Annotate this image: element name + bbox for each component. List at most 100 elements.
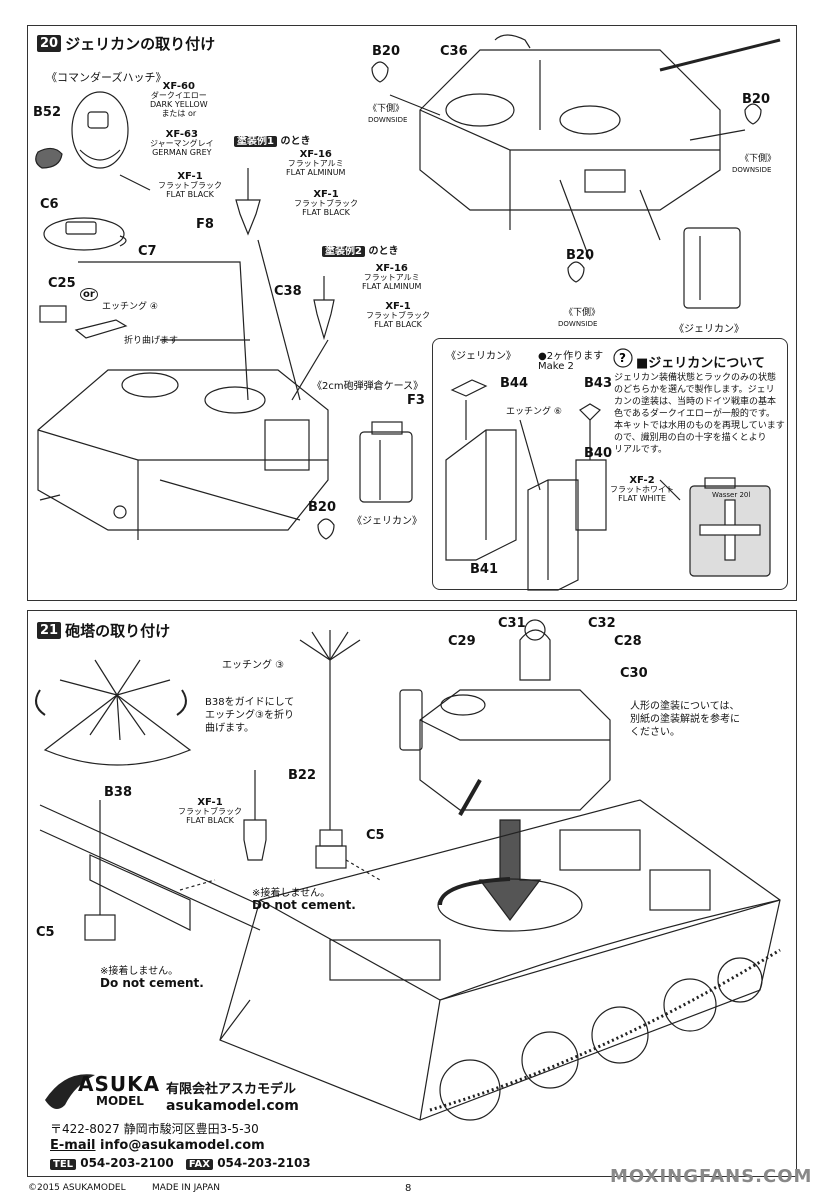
guide-note-line-3: 曲げます。 bbox=[205, 723, 254, 734]
paint-xf2-code: XF-2 bbox=[629, 475, 655, 486]
part-c31: C31 bbox=[498, 616, 526, 631]
step21-title-text: 砲塔の取り付け bbox=[65, 622, 171, 640]
figure-note-line-2: 別紙の塗装解説を参考に bbox=[630, 714, 740, 725]
paint-xf1-scheme2-code: XF-1 bbox=[385, 301, 411, 312]
paint-xf1-scheme1: XF-1 フラットブラック FLAT BLACK bbox=[294, 190, 358, 218]
paint-xf60: XF-60 ダークイエロー DARK YELLOW または or bbox=[150, 81, 208, 119]
footer-made-in: MADE IN JAPAN bbox=[152, 1183, 221, 1193]
paint-xf1-antenna: XF-1 フラットブラック FLAT BLACK bbox=[178, 798, 242, 826]
part-f3: F3 bbox=[407, 393, 425, 408]
part-c29: C29 bbox=[448, 634, 476, 649]
part-b20-top: B20 bbox=[372, 44, 400, 59]
scheme2-badge: 塗装例2 bbox=[322, 246, 365, 257]
paint-xf63: XF-63 ジャーマングレイ GERMAN GREY bbox=[150, 129, 214, 158]
company-phone-row: TEL 054-203-2100 FAX 054-203-2103 bbox=[50, 1156, 311, 1170]
paint-xf1-antenna-jp: フラットブラック bbox=[178, 807, 242, 816]
paint-xf2: XF-2 フラットホワイト FLAT WHITE bbox=[610, 475, 674, 504]
part-b20-hull: B20 bbox=[308, 500, 336, 515]
paint-xf1-hatch-code: XF-1 bbox=[177, 171, 203, 182]
step20-title: 20 ジェリカンの取り付け bbox=[37, 33, 215, 54]
paint-xf2-en: FLAT WHITE bbox=[618, 494, 666, 503]
step20-number: 20 bbox=[37, 35, 62, 52]
footer-watermark: MOXINGFANS.COM bbox=[610, 1166, 813, 1187]
part-c32: C32 bbox=[588, 616, 616, 631]
part-b22: B22 bbox=[288, 768, 316, 783]
guide-note: B38をガイドにして エッチング③を折り 曲げます。 bbox=[205, 696, 294, 735]
part-b52: B52 bbox=[33, 105, 61, 120]
part-b40: B40 bbox=[584, 446, 612, 461]
logo-asuka: ASUKA bbox=[78, 1072, 161, 1096]
downside-jp-right: 《下側》 bbox=[740, 154, 777, 164]
about-line-5: 本キットでは水用のものを再現しています bbox=[614, 421, 785, 431]
figure-note-line-1: 人形の塗装については、 bbox=[630, 701, 740, 712]
part-c28: C28 bbox=[614, 634, 642, 649]
etching6-label: エッチング ⑥ bbox=[506, 407, 562, 417]
company-address: 〒422-8027 静岡市駿河区豊田3-5-30 bbox=[50, 1122, 259, 1136]
logo-model: MODEL bbox=[96, 1094, 144, 1108]
step21-panel bbox=[27, 610, 797, 1177]
scheme2-suffix: のとき bbox=[368, 246, 399, 257]
inset-make2-en: Make 2 bbox=[538, 361, 574, 372]
paint-xf60-code: XF-60 bbox=[162, 81, 195, 92]
downside-jp-bottom: 《下側》 bbox=[564, 308, 601, 318]
step20-title-text: ジェリカンの取り付け bbox=[65, 35, 216, 53]
fold-label: 折り曲げます bbox=[124, 336, 179, 346]
etching3-label: エッチング ③ bbox=[222, 660, 285, 671]
about-line-3: カンの塗装は、当時のドイツ戦車の基本 bbox=[614, 397, 777, 407]
paint-xf60-jp: ダークイエロー bbox=[150, 91, 207, 100]
part-f8: F8 bbox=[196, 217, 214, 232]
wasser-label: Wasser 20l bbox=[712, 491, 751, 499]
etching4-label: エッチング ④ bbox=[102, 302, 158, 312]
about-jerrycan-title: ■ジェリカンについて bbox=[636, 356, 765, 371]
company-email-row: E-mail info@asukamodel.com bbox=[50, 1138, 265, 1153]
paint-xf16-scheme2-en: FLAT ALMINUM bbox=[362, 282, 422, 291]
paint-xf63-jp: ジャーマングレイ bbox=[150, 139, 214, 148]
or-mark: or bbox=[80, 288, 98, 301]
company-url: asukamodel.com bbox=[166, 1098, 299, 1114]
part-c6: C6 bbox=[40, 197, 59, 212]
part-b44: B44 bbox=[500, 376, 528, 391]
downside-en-bottom: DOWNSIDE bbox=[558, 320, 598, 328]
step21-number: 21 bbox=[37, 622, 62, 639]
paint-xf2-jp: フラットホワイト bbox=[610, 485, 674, 494]
paint-xf63-en: GERMAN GREY bbox=[152, 148, 212, 157]
part-b38: B38 bbox=[104, 785, 132, 800]
paint-xf16-scheme1: XF-16 フラットアルミ FLAT ALMINUM bbox=[286, 150, 345, 178]
paint-xf1-hatch-jp: フラットブラック bbox=[158, 181, 222, 190]
jerrycan-label-left: 《ジェリカン》 bbox=[352, 516, 422, 527]
paint-xf63-code: XF-63 bbox=[165, 129, 198, 140]
tel-label: TEL bbox=[50, 1159, 77, 1170]
paint-xf1-scheme1-jp: フラットブラック bbox=[294, 199, 358, 208]
paint-xf1-scheme2: XF-1 フラットブラック FLAT BLACK bbox=[366, 301, 430, 330]
paint-xf16-scheme2: XF-16 フラットアルミ FLAT ALMINUM bbox=[362, 264, 422, 292]
fax-value: 054-203-2103 bbox=[217, 1156, 311, 1170]
part-c5-right: C5 bbox=[366, 828, 385, 843]
paint-xf1-scheme2-jp: フラットブラック bbox=[366, 311, 430, 320]
part-c38: C38 bbox=[274, 284, 302, 299]
no-cement-en-left: Do not cement. bbox=[100, 976, 204, 990]
scheme1-badge: 塗装例1 bbox=[234, 136, 277, 147]
guide-note-line-2: エッチング③を折り bbox=[205, 710, 294, 721]
part-c5-left: C5 bbox=[36, 925, 55, 940]
paint-xf16-scheme2-jp: フラットアルミ bbox=[363, 273, 420, 282]
paint-xf60-en: DARK YELLOW bbox=[150, 100, 208, 109]
tel-value: 054-203-2100 bbox=[80, 1156, 174, 1170]
inset-make2-jp: ●2ヶ作ります bbox=[538, 351, 604, 362]
scheme1-heading: 塗装例1 のとき bbox=[234, 132, 310, 147]
figure-note: 人形の塗装については、 別紙の塗装解説を参考に ください。 bbox=[630, 700, 740, 739]
part-b43: B43 bbox=[584, 376, 612, 391]
about-line-2: のどちらかを選んで製作します。ジェリ bbox=[614, 385, 775, 395]
ammo-case-label: 《2cm砲弾弾倉ケース》 bbox=[312, 381, 424, 392]
part-b20-right: B20 bbox=[742, 92, 770, 107]
part-b20-bottom: B20 bbox=[566, 248, 594, 263]
paint-xf1-hatch: XF-1 フラットブラック FLAT BLACK bbox=[158, 171, 222, 200]
email-value: info@asukamodel.com bbox=[100, 1138, 265, 1153]
svg-text:?: ? bbox=[619, 351, 626, 365]
jerrycan-label-right: 《ジェリカン》 bbox=[674, 324, 744, 335]
part-c36: C36 bbox=[440, 44, 468, 59]
part-c25: C25 bbox=[48, 276, 76, 291]
about-line-4: 色であるダークイエローが一般的です。 bbox=[614, 409, 775, 419]
footer-page: 8 bbox=[405, 1183, 412, 1194]
